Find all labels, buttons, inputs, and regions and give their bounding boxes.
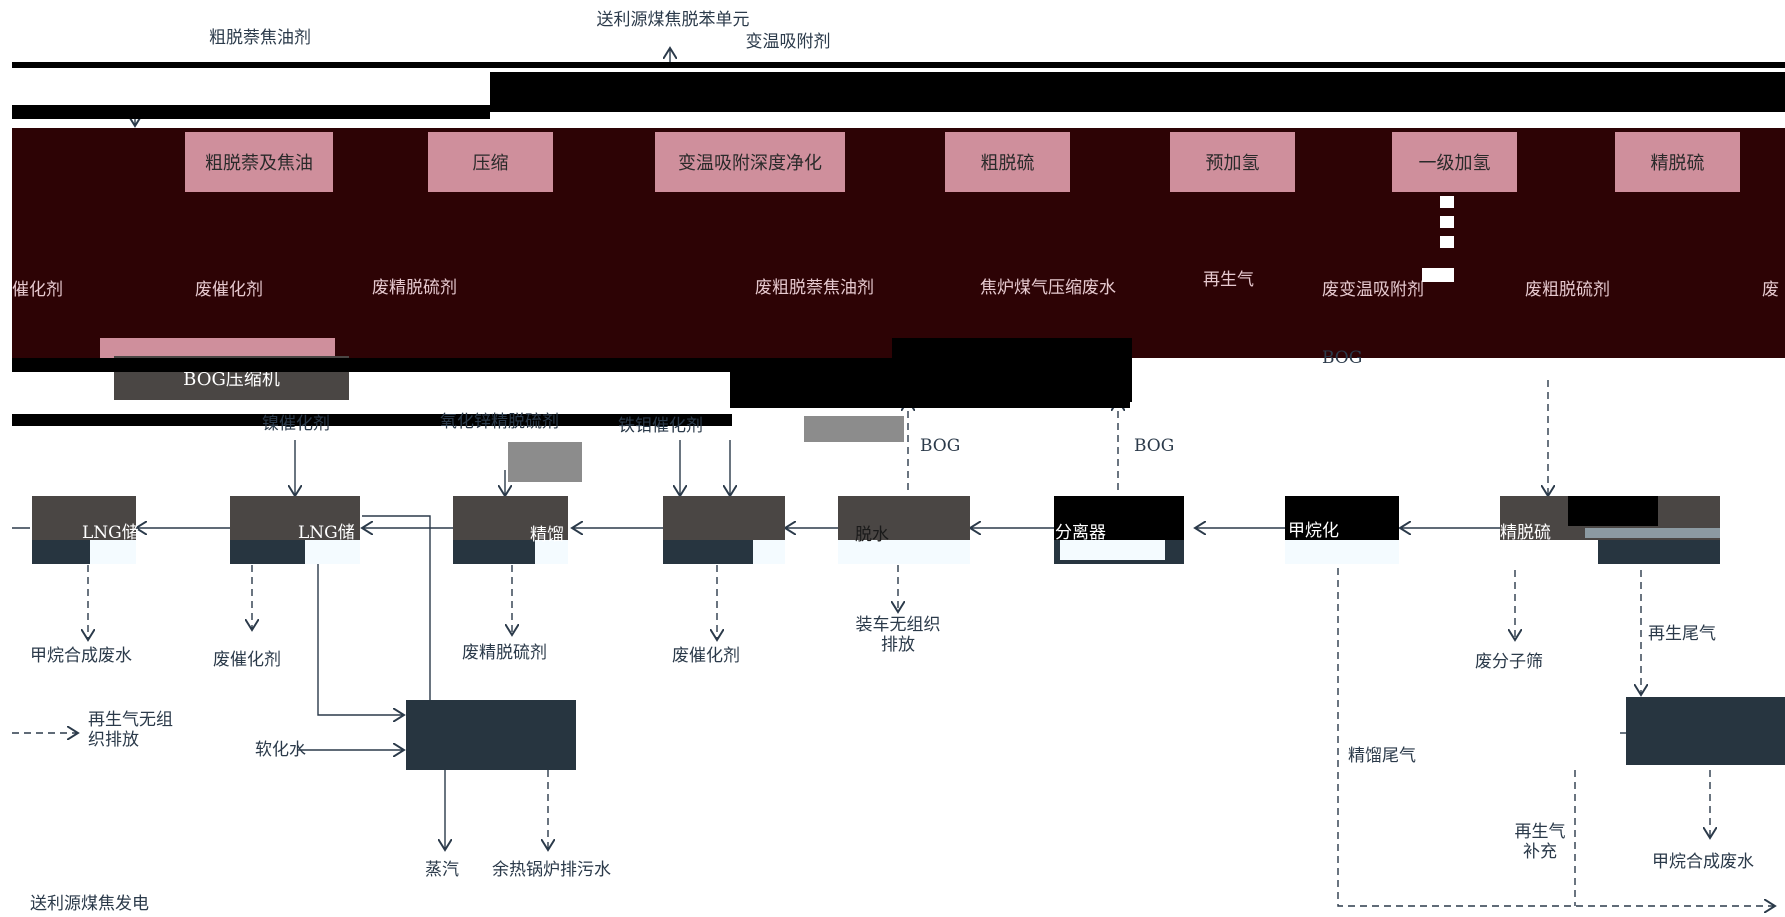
lower-unit-2-label: LNG储 — [298, 523, 355, 543]
lower-waste-methane-water-2: 甲烷合成废水 — [1652, 852, 1754, 872]
lower-waste-regen-tail: 再生尾气 — [1648, 624, 1716, 644]
lower-unit-1-top — [32, 496, 136, 540]
header-band-line — [12, 62, 1785, 68]
label-boiler-blowdown: 余热锅炉排污水 — [492, 860, 611, 880]
waste-heat-boiler — [406, 700, 576, 770]
lower-unit-3-top — [453, 496, 568, 540]
lower-unit-7-top — [1285, 496, 1399, 540]
bog-compressor-top — [100, 338, 335, 360]
band-mark-4 — [1422, 268, 1454, 282]
lower-waste-methane-water: 甲烷合成废水 — [30, 646, 132, 666]
lower-waste-mol-sieve: 废分子筛 — [1475, 652, 1543, 672]
lower-unit-5-top — [838, 496, 970, 540]
lower-unit-6-top — [1054, 496, 1184, 540]
waste-compress-water: 焦炉煤气压缩废水 — [980, 278, 1116, 298]
unit-fine-desulf: 精脱硫 — [1615, 132, 1740, 192]
bog-label-right: BOG — [1322, 348, 1363, 368]
label-soft-water: 软化水 — [255, 740, 306, 760]
bog-label-1: BOG — [920, 436, 961, 456]
lower-unit-7-bot — [1285, 540, 1399, 564]
input-nickel-catalyst: 镍催化剂 — [262, 414, 330, 434]
label-crude-naph-agent: 粗脱萘焦油剂 — [209, 28, 311, 48]
waste-spent-catalyst: 废催化剂 — [195, 280, 263, 300]
bog-panel — [892, 338, 1132, 402]
band-mark-2 — [1440, 216, 1454, 228]
lower-unit-7-label: 甲烷化 — [1288, 521, 1339, 541]
lower-unit-8-bot — [1598, 540, 1720, 564]
bog-label-2: BOG — [1134, 436, 1175, 456]
bog-band — [12, 358, 732, 372]
bog-gray-block — [804, 416, 904, 442]
band-mark-3 — [1440, 236, 1454, 248]
label-to-power: 送利源煤焦发电 — [30, 894, 149, 914]
regen-gas: 再生气 — [1203, 270, 1254, 290]
unit-crude-desulf: 粗脱硫 — [945, 132, 1070, 192]
band-mark-1 — [1440, 196, 1454, 208]
unit-first-hydro: 一级加氢 — [1392, 132, 1517, 192]
label-steam: 蒸汽 — [425, 860, 459, 880]
input-zno-desulf: 氧化锌精脱硫剂 — [440, 412, 559, 432]
lower-unit-4-bot — [663, 540, 753, 564]
label-regen-emission: 再生气无组织排放 — [88, 710, 173, 750]
waste-fine-desulf: 废精脱硫剂 — [372, 278, 457, 298]
label-coke-send-benzene: 送利源煤焦脱苯单元 — [596, 10, 750, 30]
waste-catalyst: 催化剂 — [12, 280, 63, 300]
lower-unit-1-label: LNG储 — [82, 523, 139, 543]
lower-waste-regen-make: 再生气补充 — [1514, 822, 1566, 862]
lower-unit-6-label: 分离器 — [1055, 523, 1106, 543]
waste-partial: 废 — [1762, 280, 1779, 300]
waste-tsa: 废变温吸附剂 — [1322, 280, 1424, 300]
unit-pre-hydro: 预加氢 — [1170, 132, 1295, 192]
desulf-gray-block — [508, 442, 582, 482]
lower-unit-4-top — [663, 496, 785, 540]
lower-waste-truck-emission: 装车无组织排放 — [855, 615, 941, 655]
header-band-left — [12, 105, 490, 119]
label-tsa-agent: 变温吸附剂 — [745, 32, 831, 52]
right-dark-unit — [1626, 697, 1785, 765]
lower-unit-3-label: 精馏 — [530, 525, 564, 545]
lower-waste-catalyst-1: 废催化剂 — [213, 650, 281, 670]
lower-waste-catalyst-2: 废催化剂 — [672, 646, 740, 666]
lower-waste-fine-desulf: 废精脱硫剂 — [462, 643, 547, 663]
unit-tsa: 变温吸附深度净化 — [655, 132, 845, 192]
bog-compressor-label: BOG压缩机 — [183, 369, 280, 390]
lower-unit-8-label: 精脱硫 — [1500, 523, 1551, 543]
header-band-block — [490, 72, 1785, 112]
lower-unit-2-top — [230, 496, 360, 540]
input-femo-catalyst: 铁钼催化剂 — [618, 416, 703, 436]
waste-crude-naph: 废粗脱萘焦油剂 — [755, 278, 874, 298]
waste-crude-desulf: 废粗脱硫剂 — [1525, 280, 1610, 300]
lower-waste-distill-tail: 精馏尾气 — [1348, 746, 1416, 766]
lower-band-left — [12, 414, 732, 426]
unit-crude-naph: 粗脱萘及焦油 — [185, 132, 333, 192]
lower-unit-5-label: 脱水 — [855, 525, 889, 545]
unit-compress: 压缩 — [428, 132, 553, 192]
